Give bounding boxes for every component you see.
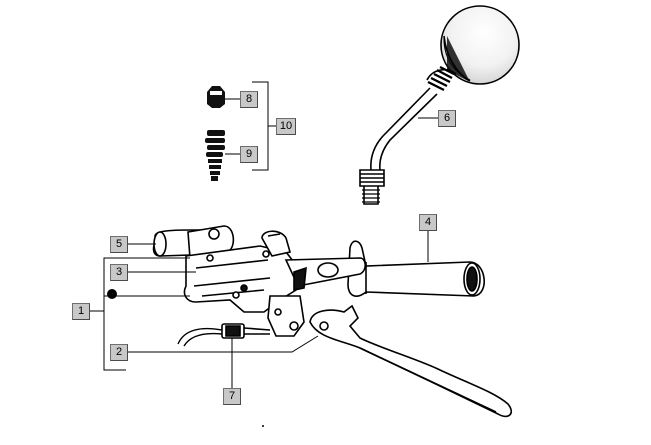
callout-9: 9 <box>240 146 258 163</box>
callout-1: 1 <box>72 303 90 320</box>
brake-lever <box>309 304 513 418</box>
callout-4: 4 <box>419 214 437 231</box>
callout-6: 6 <box>438 110 456 127</box>
leader-lines <box>90 81 438 388</box>
master-cylinder <box>152 225 367 337</box>
callout-3: 3 <box>110 264 128 281</box>
callout-10: 10 <box>276 118 296 135</box>
mirror <box>359 5 520 205</box>
brake-hose <box>177 327 223 347</box>
handlebar-grip <box>347 240 485 297</box>
reference-dot <box>107 289 117 299</box>
adjuster-screw <box>205 130 225 181</box>
callout-5: 5 <box>110 236 128 253</box>
callout-2: 2 <box>110 344 128 361</box>
callout-7: 7 <box>223 388 241 405</box>
adjuster-nut <box>207 86 225 108</box>
speck <box>262 425 264 427</box>
stop-light-switch <box>221 323 271 339</box>
callout-8: 8 <box>240 91 258 108</box>
